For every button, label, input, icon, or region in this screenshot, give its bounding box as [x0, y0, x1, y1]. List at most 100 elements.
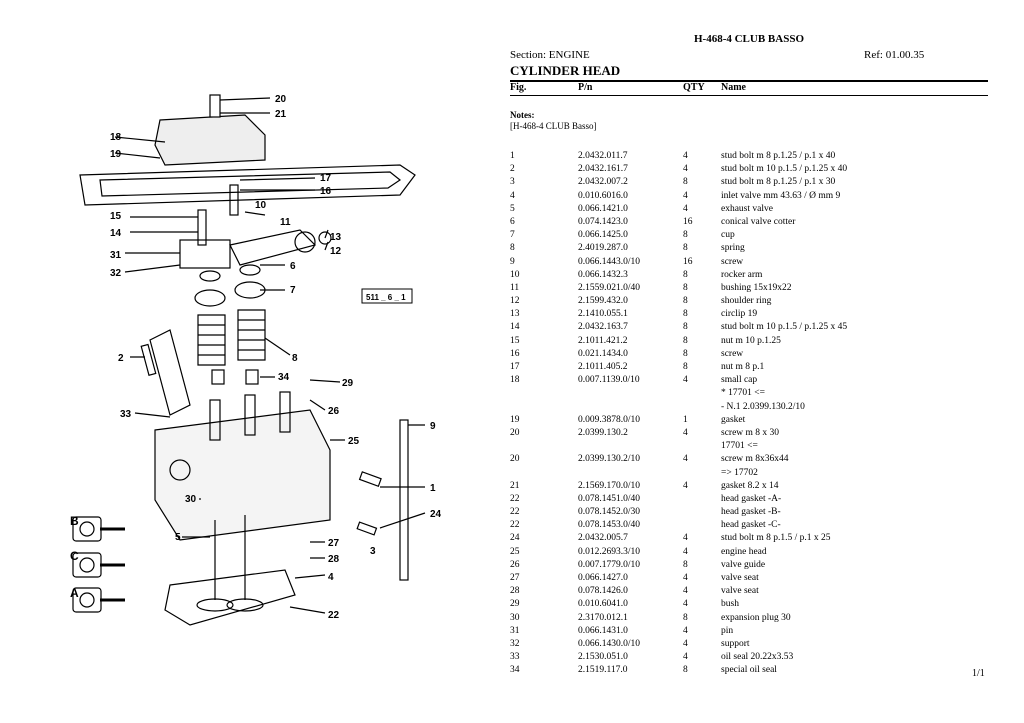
row-name: stud bolt m 8 p.1.5 / p.1 x 25	[721, 533, 831, 544]
callout-28: 28	[328, 554, 340, 565]
row-part-number: 0.012.2693.3/10	[578, 546, 641, 557]
callout-11: 11	[280, 217, 291, 228]
table-row: - N.1 2.0399.130.2/10	[510, 401, 988, 414]
callout-8: 8	[292, 353, 298, 364]
row-part-number: 2.0432.005.7	[578, 533, 628, 544]
row-qty: 4	[683, 638, 688, 649]
row-part-number: 2.0432.161.7	[578, 164, 628, 175]
row-qty: 8	[683, 348, 688, 359]
row-part-number: 0.074.1423.0	[578, 216, 628, 227]
row-part-number: 0.066.1431.0	[578, 625, 628, 636]
notes-text: [H-468-4 CLUB Basso]	[510, 121, 597, 131]
row-fig: 19	[510, 414, 520, 425]
heading-rule	[510, 80, 988, 82]
row-qty: 4	[683, 573, 688, 583]
row-name: stud bolt m 10 p.1.5 / p.1.25 x 45	[721, 322, 848, 333]
row-fig: 21	[510, 480, 520, 491]
row-qty: 1	[683, 414, 688, 425]
row-qty: 4	[683, 480, 688, 491]
row-fig: 16	[510, 348, 520, 359]
row-qty: 16	[683, 256, 693, 267]
row-fig: 3	[510, 177, 515, 188]
row-fig: 20	[510, 454, 520, 465]
callout-19: 19	[110, 149, 122, 160]
row-qty: 16	[683, 216, 693, 227]
row-qty: 8	[683, 335, 688, 346]
row-part-number: 0.010.6041.0	[578, 599, 628, 610]
callout-27: 27	[328, 538, 340, 549]
row-part-number: 2.0432.011.7	[578, 151, 628, 161]
row-qty: 4	[683, 599, 688, 610]
row-part-number: 2.1011.405.2	[578, 362, 628, 372]
callout-21: 21	[275, 109, 287, 120]
row-qty: 8	[683, 612, 688, 623]
row-part-number: 0.078.1426.0	[578, 586, 628, 597]
row-name: rocker arm	[721, 269, 763, 280]
row-fig: 28	[510, 586, 520, 597]
row-fig: 24	[510, 533, 520, 544]
callout-1: 1	[430, 483, 436, 494]
row-name: spring	[721, 243, 745, 254]
row-qty: 4	[683, 586, 688, 597]
row-part-number: 0.066.1421.0	[578, 203, 628, 214]
row-name: gasket 8.2 x 14	[721, 480, 779, 491]
row-name: screw	[721, 256, 744, 267]
row-name: - N.1 2.0399.130.2/10	[721, 401, 805, 412]
variant-a: A	[70, 586, 79, 600]
table-row: * 17701 <=	[510, 387, 988, 400]
row-fig: 14	[510, 322, 520, 333]
row-part-number: 2.3170.012.1	[578, 612, 628, 623]
row-part-number: 2.0399.130.2/10	[578, 454, 641, 465]
row-qty: 4	[683, 151, 688, 161]
row-fig: 2	[510, 164, 515, 175]
callout-2: 2	[118, 353, 124, 364]
row-fig: 29	[510, 599, 520, 610]
callout-6: 6	[290, 261, 296, 272]
cylinder-head-diagram: 20 21 18 19 17 16 10 11 15 14 13 31 12 3…	[70, 94, 442, 626]
row-name: head gasket -C-	[721, 520, 781, 531]
row-part-number: 0.066.1427.0	[578, 573, 628, 583]
callout-14: 14	[110, 228, 122, 239]
callout-24: 24	[430, 509, 442, 520]
row-qty: 8	[683, 559, 688, 570]
row-fig: 25	[510, 546, 520, 557]
row-qty: 4	[683, 546, 688, 557]
row-name: pin	[721, 625, 734, 636]
row-fig: 22	[510, 520, 520, 531]
row-qty: 8	[683, 230, 688, 241]
row-fig: 8	[510, 243, 515, 254]
column-fig: Fig.	[510, 82, 527, 93]
row-name: stud bolt m 10 p.1.5 / p.1.25 x 40	[721, 164, 848, 175]
row-name: inlet valve mm 43.63 / Ø mm 9	[721, 190, 841, 201]
row-part-number: 2.1599.432.0	[578, 296, 628, 307]
row-fig: 7	[510, 230, 515, 241]
diagram-code: 511 _ 6 _ 1	[366, 293, 406, 302]
callout-17: 17	[320, 173, 332, 184]
row-fig: 20	[510, 427, 520, 438]
row-fig: 5	[510, 203, 515, 214]
row-fig: 22	[510, 507, 520, 518]
row-fig: 22	[510, 493, 520, 504]
row-name: screw m 8x36x44	[721, 454, 789, 465]
row-name: screw m 8 x 30	[721, 427, 780, 438]
row-fig: 13	[510, 309, 520, 320]
column-name: Name	[721, 82, 746, 93]
callout-13: 13	[330, 232, 342, 243]
row-fig: 27	[510, 573, 520, 583]
row-qty: 8	[683, 243, 688, 254]
row-qty: 8	[683, 177, 688, 188]
